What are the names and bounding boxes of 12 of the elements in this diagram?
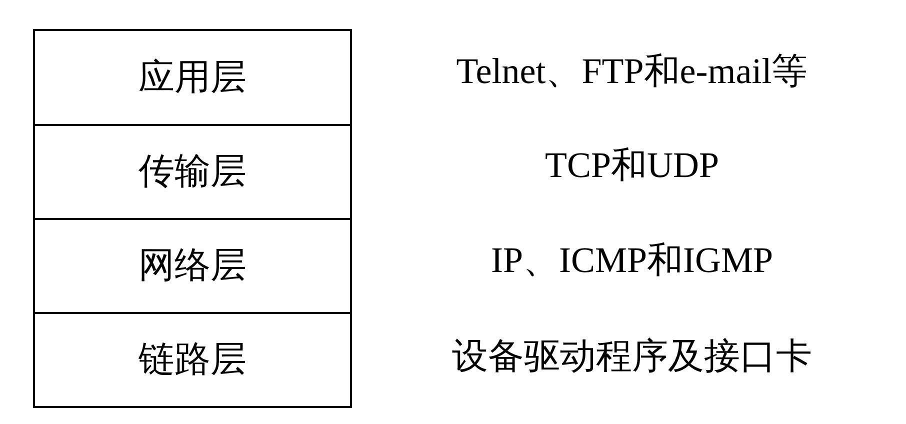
protocol-text: TCP和UDP bbox=[544, 146, 720, 186]
protocol-text: Telnet、FTP和e-mail等 bbox=[456, 52, 808, 92]
protocol-text: 设备驱动程序及接口卡 bbox=[452, 337, 812, 377]
layer-name: 链路层 bbox=[138, 340, 246, 380]
layer-name: 应用层 bbox=[138, 58, 246, 98]
protocol-text: IP、ICMP和IGMP bbox=[490, 241, 774, 281]
layer-box bbox=[33, 218, 352, 314]
layer-box bbox=[33, 124, 352, 220]
layer-box bbox=[33, 312, 352, 408]
layer-name: 网络层 bbox=[138, 246, 246, 286]
layer-box bbox=[33, 29, 352, 126]
layer-name: 传输层 bbox=[138, 152, 246, 192]
